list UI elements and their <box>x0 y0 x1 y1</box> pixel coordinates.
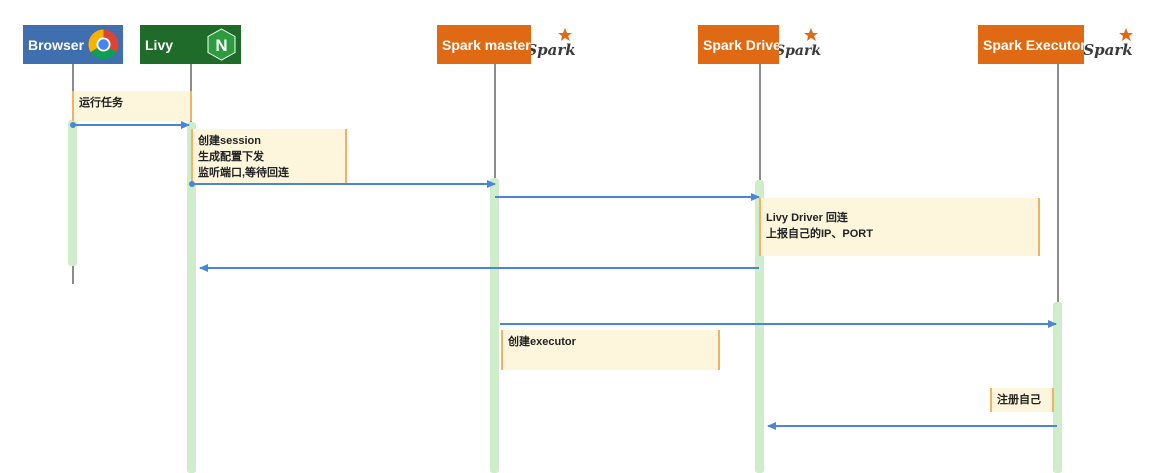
livy-activation <box>187 122 196 473</box>
spark-logo-icon: Spark <box>779 25 823 64</box>
browser-activation <box>68 120 77 266</box>
arrow-start-dot <box>70 122 76 128</box>
note-create-session: 创建session 生成配置下发 监听端口,等待回连 <box>191 129 347 184</box>
spark-logo-text: Spark <box>1084 41 1133 59</box>
actor-browser: Browser <box>23 25 123 64</box>
note-register-self: 注册自己 <box>990 388 1054 412</box>
note-create-executor: 创建executor <box>501 330 720 370</box>
spark-logo-text: Spark <box>779 43 821 59</box>
spark-logo-icon: Spark <box>531 25 577 64</box>
master-activation <box>490 178 499 473</box>
note-run-task: 运行任务 <box>72 91 192 121</box>
actor-spark-executor: Spark Executor Spark <box>978 25 1140 64</box>
actor-livy-label: Livy <box>145 36 174 53</box>
chrome-icon <box>88 29 119 60</box>
actor-spark-driver-label: Spark Driver <box>703 36 787 53</box>
spark-logo-text: Spark <box>531 41 576 59</box>
actor-livy: Livy N <box>140 25 241 64</box>
spark-logo-icon: Spark <box>1084 25 1140 64</box>
actor-spark-master: Spark master Spark <box>437 25 577 64</box>
actor-spark-master-label: Spark master <box>442 36 531 53</box>
arrow-start-dot <box>189 181 195 187</box>
executor-lifeline <box>1057 64 1059 473</box>
actor-spark-executor-label: Spark Executor <box>983 36 1086 53</box>
nginx-icon: N <box>207 28 236 61</box>
actor-spark-driver: Spark Driver Spark <box>698 25 823 64</box>
executor-activation <box>1053 302 1062 473</box>
nginx-logo-letter: N <box>215 36 227 55</box>
note-driver-callback: Livy Driver 回连 上报自己的IP、PORT <box>759 198 1040 256</box>
driver-activation <box>755 180 764 473</box>
actor-browser-label: Browser <box>28 36 85 53</box>
